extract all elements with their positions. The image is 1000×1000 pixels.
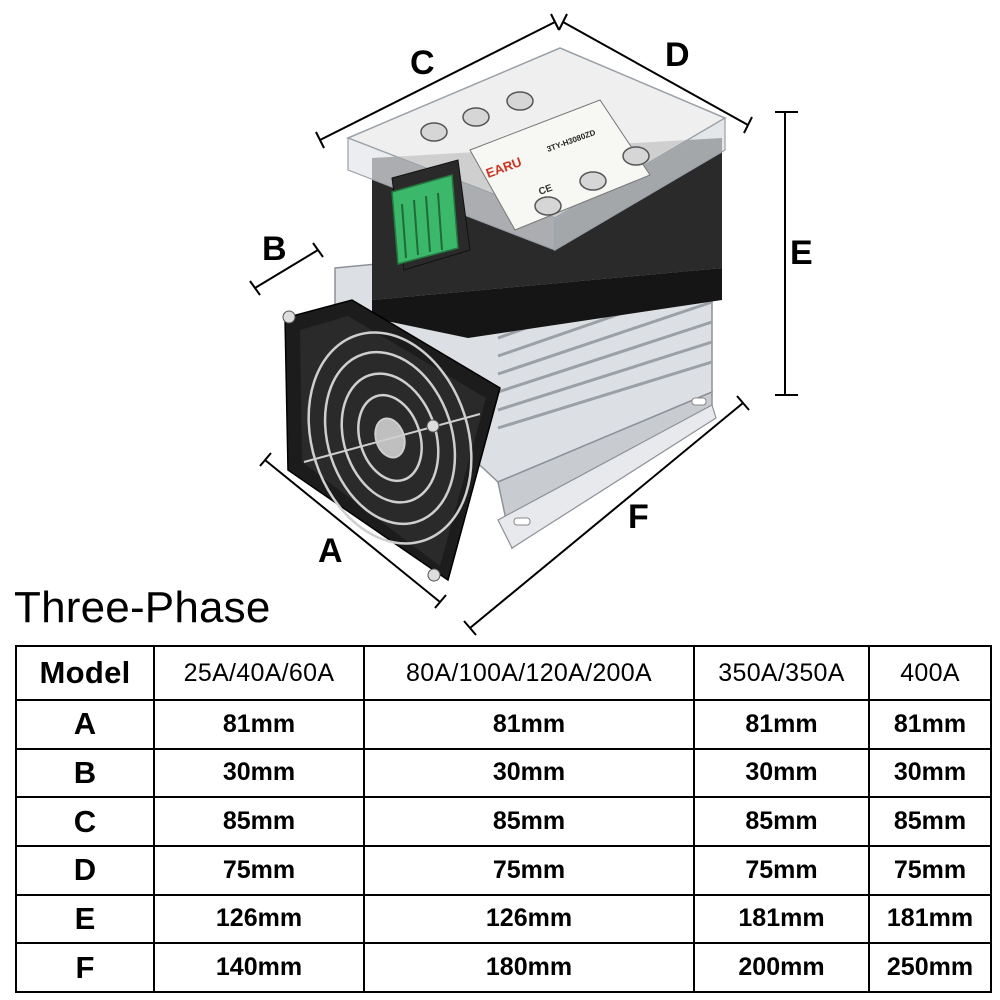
dimension-lines	[249, 13, 798, 636]
column-header: 350A/350A	[693, 645, 870, 701]
table-row: A 81mm 81mm 81mm 81mm	[15, 699, 992, 750]
table-cell: 85mm	[153, 796, 365, 847]
table-cell: 30mm	[868, 747, 992, 799]
dimensions-table: Model 25A/40A/60A 80A/100A/120A/200A 350…	[15, 645, 992, 993]
table-cell: 140mm	[153, 942, 365, 993]
table-cell: 200mm	[693, 942, 870, 993]
dimension-label-a: A	[318, 532, 343, 570]
table-cell: 85mm	[693, 796, 870, 847]
row-label: F	[15, 942, 155, 993]
table-cell: 30mm	[363, 747, 695, 799]
table-cell: 81mm	[363, 699, 695, 750]
table-cell: 180mm	[363, 942, 695, 993]
table-cell: 85mm	[868, 796, 992, 847]
table-cell: 85mm	[363, 796, 695, 847]
column-header: 400A	[868, 645, 992, 701]
table-cell: 75mm	[363, 844, 695, 896]
table-cell: 75mm	[868, 844, 992, 896]
row-label: C	[15, 796, 155, 847]
table-cell: 30mm	[693, 747, 870, 799]
dimension-label-e: E	[790, 234, 813, 272]
table-cell: 250mm	[868, 942, 992, 993]
model-header: Model	[15, 645, 155, 701]
table-row: F 140mm 180mm 200mm 250mm	[15, 942, 992, 993]
table-cell: 181mm	[868, 893, 992, 945]
product-diagram: EARU 3TY-H3080ZD CE	[249, 13, 813, 636]
table-cell: 81mm	[868, 699, 992, 750]
table-cell: 126mm	[363, 893, 695, 945]
table-cell: 30mm	[153, 747, 365, 799]
terminal-block-image	[391, 159, 471, 271]
row-label: B	[15, 747, 155, 799]
fan-image	[282, 299, 501, 582]
table-row: B 30mm 30mm 30mm 30mm	[15, 747, 992, 799]
row-label: A	[15, 699, 155, 750]
ce-mark: CE	[537, 183, 554, 198]
table-row: C 85mm 85mm 85mm 85mm	[15, 796, 992, 847]
table-row: E 126mm 126mm 181mm 181mm	[15, 893, 992, 945]
column-header: 80A/100A/120A/200A	[363, 645, 695, 701]
table-cell: 81mm	[153, 699, 365, 750]
dimension-label-c: C	[410, 44, 435, 82]
table-cell: 75mm	[153, 844, 365, 896]
row-label: D	[15, 844, 155, 896]
table-cell: 126mm	[153, 893, 365, 945]
dimension-label-b: B	[262, 230, 287, 268]
table-row: D 75mm 75mm 75mm 75mm	[15, 844, 992, 896]
dimension-label-f: F	[628, 498, 649, 536]
relay-housing-image: EARU 3TY-H3080ZD CE	[346, 47, 727, 338]
row-label: E	[15, 893, 155, 945]
table-cell: 81mm	[693, 699, 870, 750]
section-heading: Three-Phase	[14, 583, 271, 632]
dimension-label-d: D	[665, 36, 690, 74]
screw-terminals	[420, 91, 650, 216]
table-header-row: Model 25A/40A/60A 80A/100A/120A/200A 350…	[15, 645, 992, 701]
column-header: 25A/40A/60A	[153, 645, 365, 701]
table-cell: 75mm	[693, 844, 870, 896]
table-cell: 181mm	[693, 893, 870, 945]
